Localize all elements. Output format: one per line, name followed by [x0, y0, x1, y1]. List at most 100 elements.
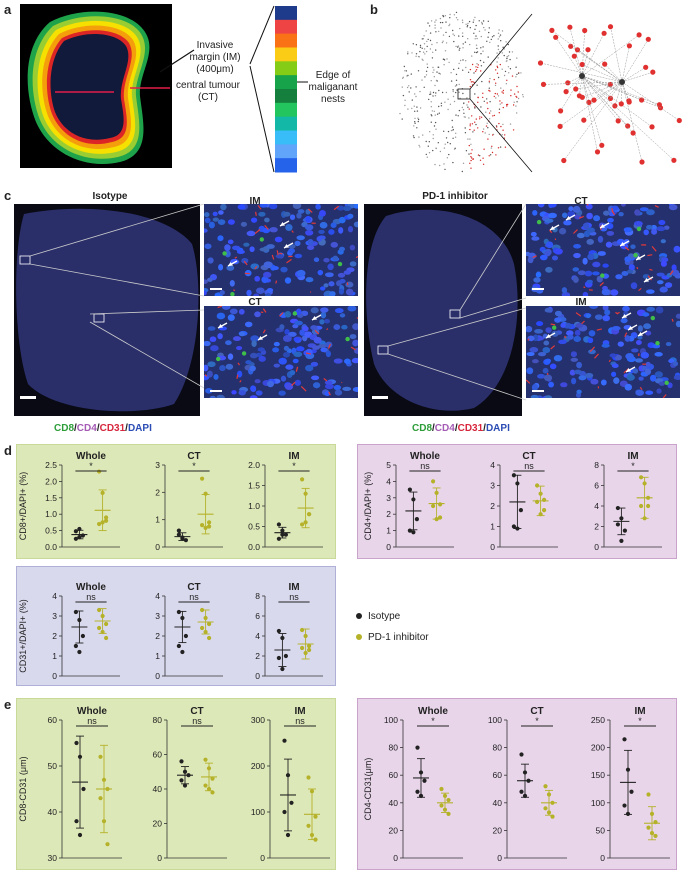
cell-dot [470, 167, 472, 169]
cell-dot [465, 60, 467, 62]
cell-dot [471, 157, 473, 159]
tumour-cell-node [607, 24, 614, 30]
nucleus [601, 288, 610, 296]
y-tick-label: 80 [493, 743, 503, 753]
cell-dot [470, 156, 472, 158]
network-edge [610, 26, 623, 83]
cell-dot [469, 138, 471, 140]
nucleus [627, 269, 634, 274]
cell-dot [472, 81, 474, 83]
network-edge [581, 75, 675, 161]
series-pd1 [428, 479, 445, 522]
y-tick-label: 40 [389, 798, 399, 808]
cell-dot [475, 44, 478, 46]
series-isotype [274, 522, 291, 541]
nucleus [236, 346, 243, 351]
micrograph-svg [526, 204, 680, 296]
cell-dot [506, 103, 508, 106]
cell-dot [497, 76, 500, 79]
nucleus [554, 317, 562, 323]
data-point [300, 627, 305, 633]
cell-dot [414, 121, 416, 123]
ct-label-line1: central tumour [176, 80, 240, 91]
nucleus [251, 340, 257, 348]
cell-dot [517, 91, 519, 93]
nucleus [284, 310, 292, 318]
nucleus [610, 289, 619, 296]
cd8-cell [650, 315, 655, 321]
data-point [442, 793, 448, 799]
y-tick-label: 1.5 [45, 493, 57, 503]
nucleus [630, 282, 638, 290]
nucleus [586, 279, 593, 284]
cell-dot [505, 83, 508, 85]
nucleus [238, 389, 246, 396]
nucleus [285, 224, 293, 231]
data-point [543, 806, 548, 811]
nucleus [531, 384, 538, 391]
data-point [307, 647, 312, 653]
cell-dot [464, 41, 467, 43]
cd31-vessel [651, 246, 657, 252]
cell-dot [431, 57, 434, 59]
nucleus [208, 221, 215, 229]
cell-dot [444, 168, 446, 171]
data-point [186, 773, 191, 778]
cell-dot [487, 20, 489, 22]
data-point [73, 529, 78, 534]
network-edge [574, 56, 583, 77]
strip-band [275, 19, 297, 35]
cell-dot [402, 76, 404, 79]
cell-dot [439, 21, 442, 24]
cell-dot [503, 74, 506, 77]
cd31-vessel [279, 312, 284, 317]
nucleus [605, 241, 613, 248]
cell-dot [447, 130, 450, 133]
y-tick-label: 1 [155, 515, 160, 525]
series-pd1 [94, 469, 111, 532]
cell-dot [516, 85, 518, 88]
stain-sep: / [483, 423, 486, 434]
cell-dot [418, 56, 420, 58]
cd31-vessel [243, 260, 248, 266]
cell-dot [479, 118, 481, 120]
data-point [280, 532, 285, 537]
nucleus [237, 204, 246, 210]
stain-dapi: DAPI [485, 423, 510, 434]
cell-dot [504, 146, 507, 148]
nucleus [532, 359, 539, 364]
network-edge [543, 81, 623, 85]
y-tick-label: 0 [600, 853, 605, 863]
y-tick-label: 0.0 [45, 542, 57, 552]
y-tick-label: 20 [389, 825, 399, 835]
nucleus [273, 341, 280, 347]
nucleus [551, 330, 559, 337]
nucleus [587, 253, 595, 261]
data-point [303, 650, 308, 656]
nucleus [266, 288, 274, 293]
nucleus [209, 395, 216, 398]
im-label-line3: (400μm) [196, 64, 234, 75]
nucleus [227, 239, 234, 245]
nucleus [296, 308, 302, 316]
data-point [411, 530, 416, 535]
cell-dot [468, 101, 470, 103]
series-isotype [72, 735, 88, 838]
nucleus [573, 243, 582, 249]
cell-dot [482, 128, 485, 130]
cell-dot [477, 96, 479, 99]
cell-dot [488, 112, 491, 114]
scale-bar [210, 288, 222, 290]
cell-dot [488, 118, 491, 120]
cell-dot [487, 56, 489, 58]
cell-dot [507, 66, 510, 68]
cell-dot [515, 95, 517, 98]
nucleus [641, 365, 647, 371]
nucleus [549, 363, 557, 370]
tumour-cell-node [615, 118, 621, 124]
nucleus [526, 351, 535, 357]
cell-dot [452, 95, 455, 98]
cell-dot [442, 34, 445, 36]
y-tick-label: 1.0 [45, 509, 57, 519]
